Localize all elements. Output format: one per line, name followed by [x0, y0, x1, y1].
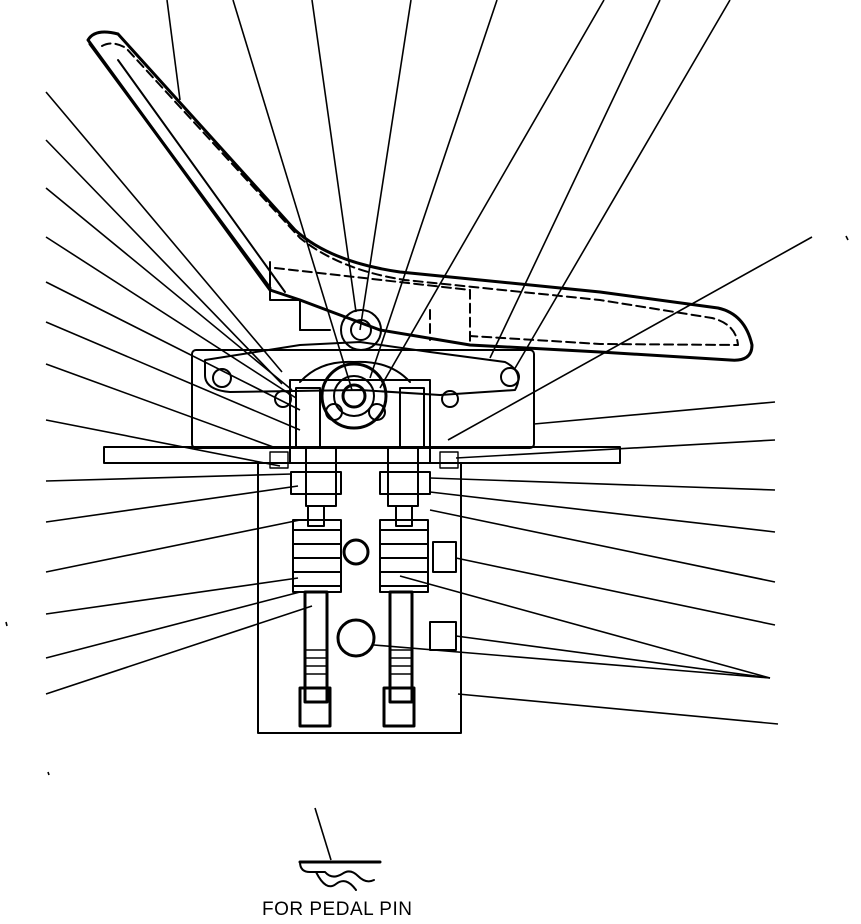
left-spool [290, 387, 342, 728]
right-spool [379, 387, 431, 728]
pedal-pin-detail [298, 807, 382, 891]
pedal [86, 30, 754, 362]
leader-lines [5, 0, 849, 776]
pivot-assembly [299, 309, 411, 430]
pedal-pin-caption: FOR PEDAL PIN [262, 899, 413, 920]
valve-body [257, 379, 462, 734]
